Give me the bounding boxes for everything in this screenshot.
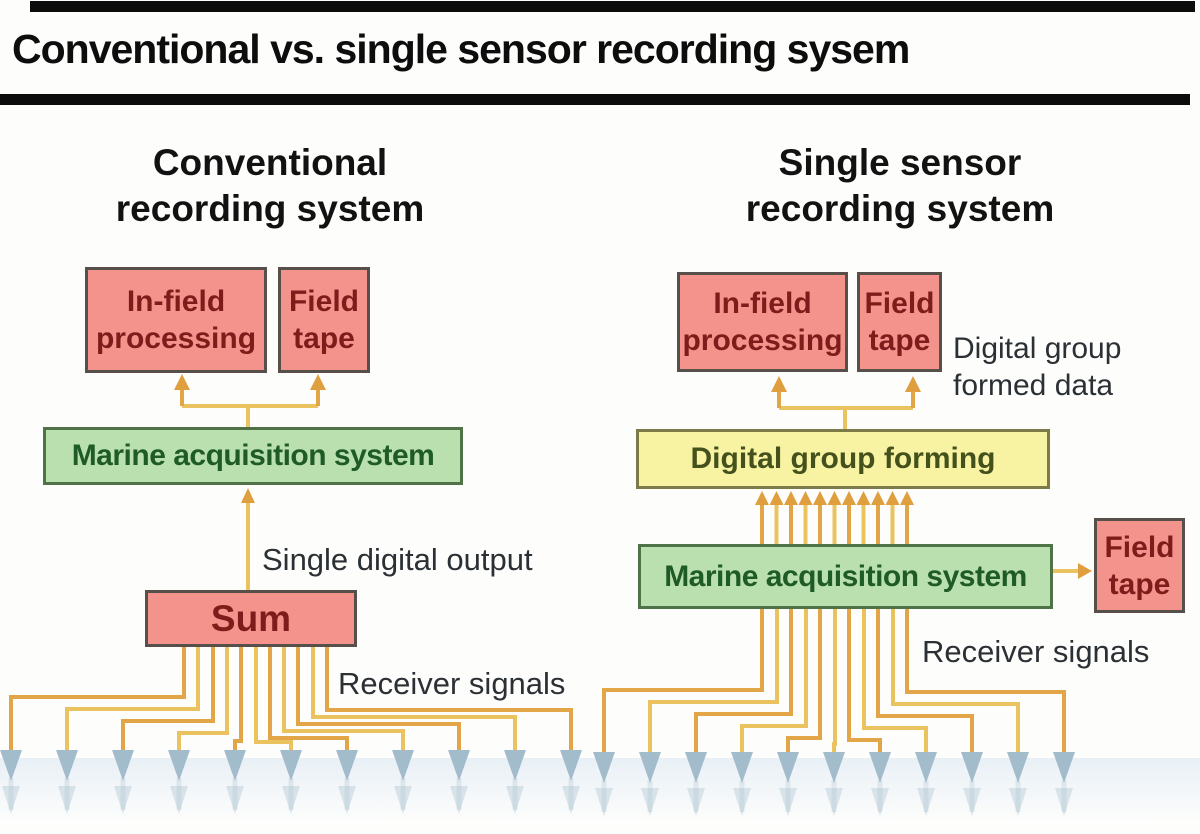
left-in-field-processing-box: In-field processing xyxy=(85,267,267,373)
up-arrowhead-icon xyxy=(241,488,255,503)
box-label: processing xyxy=(95,322,257,355)
box-label: tape xyxy=(868,324,931,357)
left-column-heading: Conventional recording system xyxy=(95,140,445,232)
box-label: Field xyxy=(288,285,359,318)
label-line: formed data xyxy=(953,369,1114,402)
box-label: Field xyxy=(1104,530,1175,564)
right-heading-line1: Single sensor xyxy=(778,142,1022,183)
up-arrowhead-icon xyxy=(310,374,326,390)
title-rule-bottom xyxy=(0,94,1190,105)
left-heading-line1: Conventional xyxy=(152,142,388,183)
up-arrowhead-icon xyxy=(771,376,787,392)
figure-title: Conventional vs. single sensor recording… xyxy=(12,26,910,72)
right-in-field-processing-box: In-field processing xyxy=(677,272,848,372)
box-label: Field xyxy=(864,287,935,320)
right-mid-bundle xyxy=(760,505,909,544)
label-line: Digital group xyxy=(953,332,1122,365)
right-heading-line2: recording system xyxy=(745,188,1055,229)
box-label: Marine acquisition system xyxy=(71,439,435,472)
digital-group-formed-data-label: Digital group formed data xyxy=(953,330,1121,404)
single-digital-output-label: Single digital output xyxy=(262,542,533,577)
digital-group-forming-box: Digital group forming xyxy=(636,429,1050,489)
right-receiver-fan xyxy=(602,609,1066,752)
box-label: Digital group forming xyxy=(690,442,996,475)
up-arrowhead-icon xyxy=(905,376,921,392)
left-top-connector xyxy=(180,390,320,427)
right-arrowhead-icon xyxy=(1078,563,1092,579)
left-receiver-signals-label: Receiver signals xyxy=(338,666,566,701)
box-label: Marine acquisition system xyxy=(664,559,1027,593)
box-label: Sum xyxy=(210,597,292,639)
left-receiver-fan xyxy=(9,647,573,750)
right-marine-acquisition-box: Marine acquisition system xyxy=(638,544,1053,609)
left-marine-acquisition-box: Marine acquisition system xyxy=(43,427,463,485)
up-arrowhead-icon xyxy=(174,374,190,390)
sum-box: Sum xyxy=(145,590,357,647)
left-heading-line2: recording system xyxy=(115,188,425,229)
box-label: In-field xyxy=(126,285,226,318)
box-label: In-field xyxy=(713,287,812,320)
right-receiver-signals-label: Receiver signals xyxy=(922,634,1150,669)
right-top-connector xyxy=(777,392,915,429)
right-mid-arrowheads xyxy=(755,491,914,505)
box-label: tape xyxy=(1108,567,1171,601)
box-label: processing xyxy=(682,324,843,357)
box-label: tape xyxy=(293,322,355,355)
left-field-tape-box: Field tape xyxy=(278,267,370,373)
right-field-tape-output-box: Field tape xyxy=(1094,518,1185,613)
title-rule-top xyxy=(30,1,1195,12)
right-column-heading: Single sensor recording system xyxy=(725,140,1075,232)
right-field-tape-box: Field tape xyxy=(857,272,942,372)
